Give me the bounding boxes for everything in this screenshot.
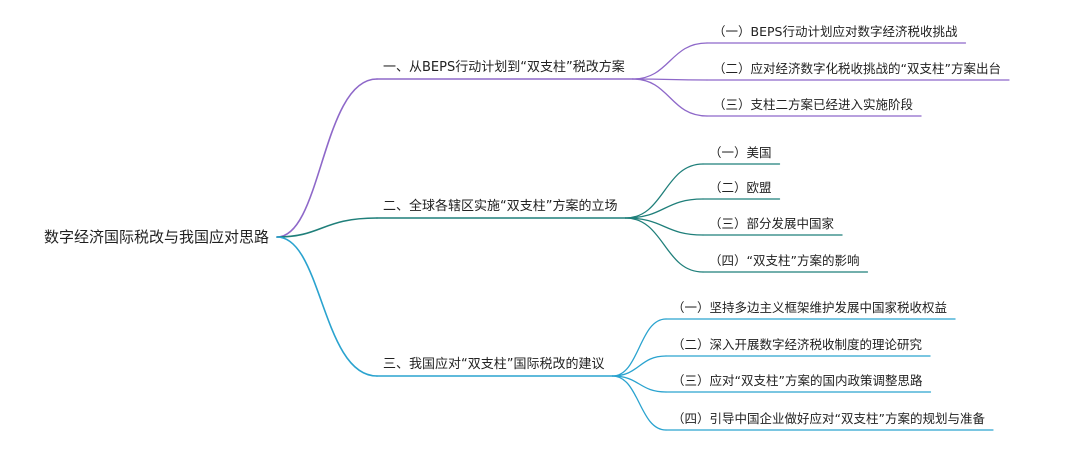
connector-branch-2-sub-3 (624, 217, 704, 236)
connector-branch-3-sub-4 (611, 375, 667, 431)
connector-branch-1-sub-2 (632, 78, 708, 81)
branch-topic-2[interactable]: 二、全球各辖区实施“双支柱”方案的立场 (383, 199, 618, 214)
connector-branch-1-sub-3 (632, 78, 708, 117)
connector-branch-1-sub-1 (632, 42, 708, 80)
connector-root-branch-3 (276, 236, 378, 377)
root-topic[interactable]: 数字经济国际税改与我国应对思路 (44, 228, 270, 246)
connector-branch-3-sub-3 (611, 375, 667, 393)
branch-topic-3[interactable]: 三、我国应对“双支柱”国际税改的建议 (383, 357, 605, 372)
connector-branch-2-sub-2 (624, 198, 704, 219)
subtopic-1-2[interactable]: （二）应对经济数字化税收挑战的“双支柱”方案出台 (713, 61, 1001, 76)
subtopic-2-4[interactable]: （四）“双支柱”方案的影响 (709, 253, 860, 268)
subtopic-3-2[interactable]: （二）深入开展数字经济税收制度的理论研究 (672, 337, 923, 352)
connector-branch-2-sub-4 (624, 217, 704, 273)
subtopic-2-3[interactable]: （三）部分发展中国家 (709, 216, 835, 231)
subtopic-3-3[interactable]: （三）应对“双支柱”方案的国内政策调整思路 (672, 373, 923, 388)
subtopic-3-1[interactable]: （一）坚持多边主义框架维护发展中国家税收权益 (672, 300, 948, 315)
connector-branch-3-sub-2 (611, 355, 667, 377)
branch-topic-1[interactable]: 一、从BEPS行动计划到“双支柱”税改方案 (383, 60, 625, 75)
subtopic-1-1[interactable]: （一）BEPS行动计划应对数字经济税收挑战 (713, 24, 958, 39)
subtopic-3-4[interactable]: （四）引导中国企业做好应对“双支柱”方案的规划与准备 (672, 411, 985, 426)
connector-root-branch-2 (276, 217, 378, 238)
connector-branch-2-sub-1 (624, 163, 704, 219)
connector-root-branch-1 (276, 78, 378, 238)
subtopic-2-1[interactable]: （一）美国 (709, 145, 772, 160)
subtopic-1-3[interactable]: （三）支柱二方案已经进入实施阶段 (713, 97, 914, 112)
subtopic-2-2[interactable]: （二）欧盟 (709, 180, 772, 195)
connector-branch-3-sub-1 (611, 318, 667, 377)
